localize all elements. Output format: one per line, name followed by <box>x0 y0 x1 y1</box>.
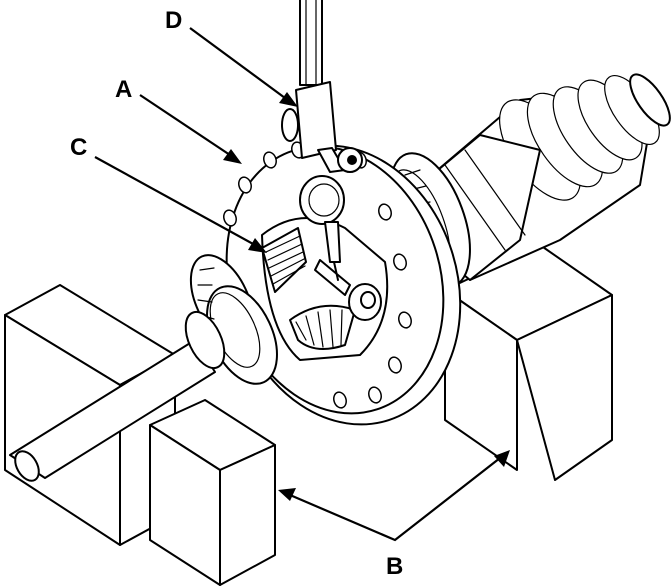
dial-indicator <box>281 0 363 281</box>
callout-b: B <box>386 553 403 580</box>
support-block-middle <box>149 399 276 586</box>
pinion-gear <box>261 227 307 293</box>
leader-b <box>278 450 510 542</box>
right-axle-boot <box>419 73 671 281</box>
side-gear-lower <box>289 304 356 350</box>
leader-d <box>189 27 298 107</box>
pinion-shaft <box>314 259 382 321</box>
callout-a: A <box>115 76 132 103</box>
support-block-right <box>444 244 613 481</box>
leader-a <box>139 94 242 164</box>
flange-bolt-holes <box>223 141 412 409</box>
callout-c: C <box>70 134 87 161</box>
left-bearing <box>184 254 278 385</box>
leader-c <box>94 156 267 253</box>
callout-d: D <box>165 7 182 34</box>
